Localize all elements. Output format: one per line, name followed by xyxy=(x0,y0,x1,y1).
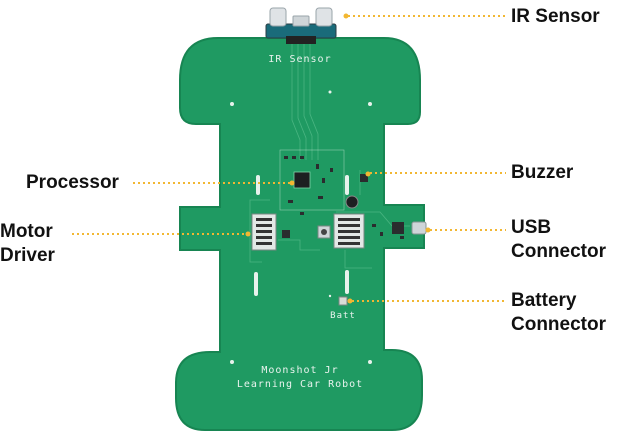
battery-connector-component xyxy=(328,294,348,306)
slot xyxy=(254,272,258,296)
leader-dots xyxy=(245,13,431,304)
label-ir-sensor: IR Sensor xyxy=(511,6,600,27)
pcb-traces xyxy=(249,44,410,269)
motor-driver-header xyxy=(251,213,290,251)
right-header xyxy=(333,213,365,249)
board-batt-text: Batt xyxy=(330,311,356,321)
tactile-button xyxy=(317,225,331,239)
label-processor: Processor xyxy=(26,172,119,193)
label-motor-driver-line1: Motor xyxy=(0,221,53,242)
usb-connector-component xyxy=(392,221,427,235)
smd-components xyxy=(284,156,404,239)
leader-lines xyxy=(72,15,506,302)
mount-hole xyxy=(368,360,372,364)
board-ir-sensor-text: IR Sensor xyxy=(268,54,331,65)
label-buzzer: Buzzer xyxy=(511,162,574,183)
mount-hole xyxy=(328,90,332,94)
board-title-line1: Moonshot Jr xyxy=(261,365,338,376)
label-battery-connector-line1: Battery xyxy=(511,290,577,311)
mount-hole xyxy=(368,102,372,106)
label-usb-connector-line1: USB xyxy=(511,217,552,238)
ir-sensor-module xyxy=(265,7,337,44)
board-title-line2: Learning Car Robot xyxy=(237,379,363,390)
mount-hole xyxy=(230,360,234,364)
mount-hole xyxy=(230,102,234,106)
label-motor-driver-line2: Driver xyxy=(0,245,55,266)
label-battery-connector-line2: Connector xyxy=(511,314,606,335)
label-usb-connector-line2: Connector xyxy=(511,241,606,262)
slot xyxy=(345,270,349,294)
slot xyxy=(256,175,260,195)
processor-chip xyxy=(279,149,345,211)
buzzer-component xyxy=(345,174,368,209)
slot xyxy=(345,175,349,195)
pcb-board xyxy=(175,37,425,431)
